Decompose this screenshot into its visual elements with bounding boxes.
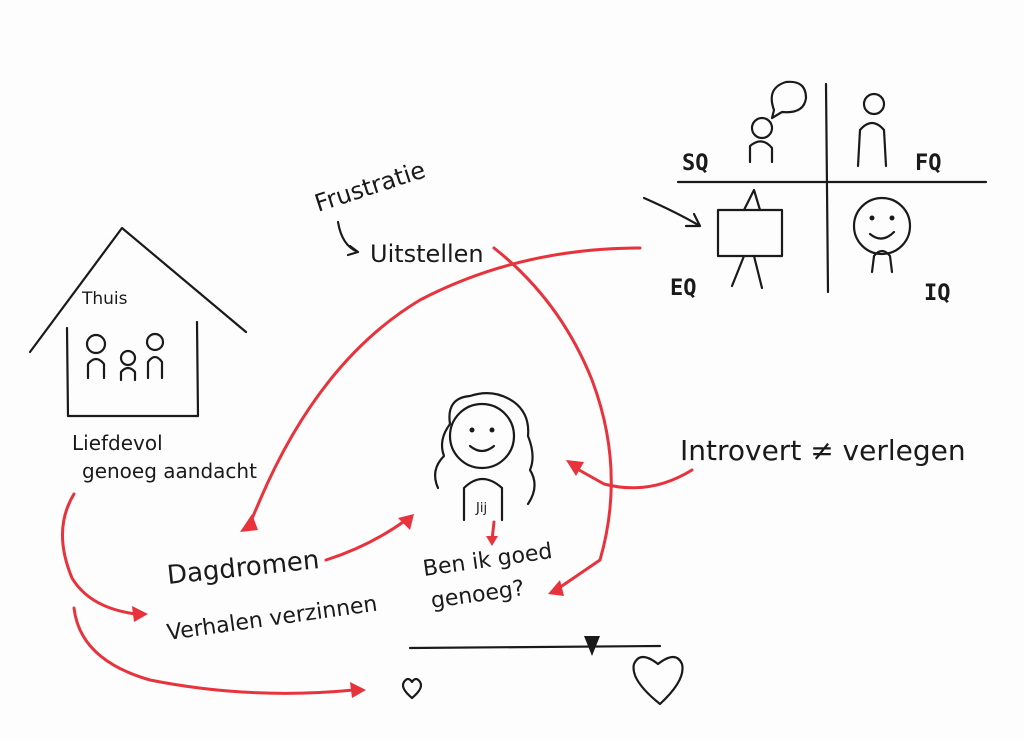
verhalen-label: Verhalen verzinnen bbox=[165, 592, 379, 646]
house-label: Thuis bbox=[81, 289, 128, 309]
speech-bubble-icon bbox=[770, 80, 808, 120]
heart-icon bbox=[401, 655, 684, 706]
fq-person-icon bbox=[856, 92, 888, 168]
scale-indicator-icon bbox=[408, 636, 662, 656]
frustratie-label: Frustratie bbox=[311, 156, 429, 218]
uitstellen-label: Uitstellen bbox=[370, 240, 484, 268]
house-icon bbox=[28, 226, 248, 418]
introvert-label: Introvert ≠ verlegen bbox=[680, 434, 966, 467]
liefdevol-label: Liefdevol bbox=[72, 431, 163, 455]
quadrant-diagram bbox=[676, 82, 988, 294]
dagdromen-label: Dagdromen bbox=[166, 545, 321, 591]
iq-label: IQ bbox=[924, 281, 951, 306]
family-icon bbox=[85, 332, 165, 382]
girl-face-icon bbox=[433, 391, 536, 522]
ben-ik-label: Ben ik goed bbox=[421, 539, 554, 582]
frustratie-arrow bbox=[336, 220, 360, 257]
easel-icon bbox=[716, 188, 784, 290]
sq-label: SQ bbox=[682, 151, 709, 176]
sq-person-icon bbox=[748, 116, 774, 164]
eq-pointer-arrow bbox=[642, 196, 702, 228]
eq-label: EQ bbox=[670, 276, 697, 301]
red-arrows bbox=[61, 246, 694, 698]
jij-label: Jij bbox=[475, 501, 487, 516]
fq-label: FQ bbox=[915, 151, 942, 176]
genoeg-label: genoeg? bbox=[429, 576, 526, 614]
genoeg-aandacht-label: genoeg aandacht bbox=[82, 459, 257, 483]
smiley-icon bbox=[852, 196, 912, 274]
